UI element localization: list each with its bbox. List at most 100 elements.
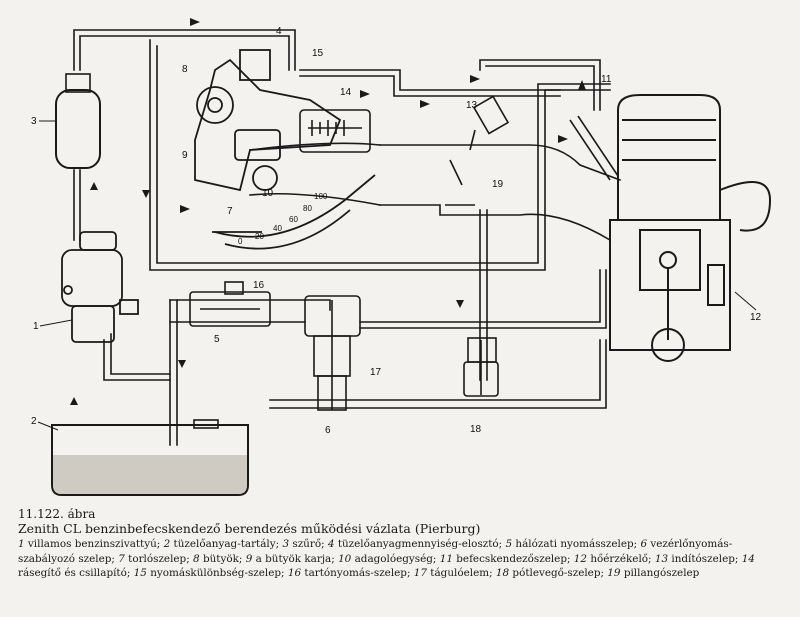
figure-title: Zenith CL benzinbefecskendező berendezés…: [18, 521, 481, 536]
legend-item: 5 hálózati nyomásszelep;: [505, 538, 640, 550]
electric-pump-1: [61, 231, 139, 343]
legend-text: tüzelőanyag-tartály;: [170, 538, 283, 550]
start-valve-13: [469, 95, 510, 151]
auxiliary-air-valve-18: [463, 337, 499, 397]
callout-5: 5: [214, 334, 220, 345]
callout-10: 10: [262, 188, 274, 199]
legend-text: befecskendezőszelep;: [452, 552, 574, 565]
legend-number: 14: [741, 552, 755, 565]
legend-text: pótlevegő-szelep;: [509, 567, 608, 580]
legend-number: 12: [573, 552, 588, 565]
legend-text: a bütyök karja;: [252, 552, 339, 565]
callout-11: 11: [601, 74, 612, 85]
legend-item: 11 befecskendezőszelep;: [440, 553, 574, 565]
throttle-valve-19: [445, 159, 475, 206]
legend-text: tüzelőanyagmennyiség-elosztó;: [334, 538, 506, 550]
legend-text: pillangószelep: [620, 567, 700, 580]
engine-cylinder: [609, 94, 772, 362]
legend-number: 10: [338, 552, 352, 565]
legend-text: torlószelep;: [124, 552, 194, 565]
legend-number: 15: [133, 567, 147, 580]
callout-7: 7: [227, 206, 233, 217]
legend-item: 1 villamos benzinszivattyú;: [18, 538, 164, 550]
legend-text: tartónyomás-szelep;: [301, 567, 414, 580]
legend-text: bütyök;: [199, 552, 246, 565]
legend-number: 17: [413, 567, 427, 580]
fuel-tank-2: [51, 419, 249, 496]
air-flow-scale-7: [212, 174, 376, 250]
legend-number: 4: [327, 538, 335, 550]
legend-text: tágulóelem;: [427, 567, 496, 580]
pressure-valve-5: [189, 281, 271, 327]
callout-18: 18: [470, 424, 482, 435]
legend-text: rásegítő és csillapító;: [18, 567, 134, 580]
scale-tick-80: 80: [303, 204, 312, 213]
legend-number: 9: [245, 552, 253, 565]
legend-number: 8: [193, 552, 200, 565]
scale-tick-20: 20: [255, 232, 264, 241]
legend-number: 7: [118, 552, 125, 565]
legend-text: szűrő;: [289, 538, 328, 550]
legend-item: 7 torlószelep;: [118, 553, 193, 565]
callout-4: 4: [276, 26, 282, 37]
legend-text: hőérzékelő;: [587, 552, 655, 565]
injector-11: [569, 115, 619, 181]
callout-3: 3: [31, 116, 37, 127]
legend-item: 8 bütyök;: [193, 553, 246, 565]
legend-item: 4 tüzelőanyagmennyiség-elosztó;: [328, 538, 506, 550]
callout-12: 12: [750, 312, 762, 323]
legend-number: 19: [607, 567, 621, 580]
callout-19: 19: [492, 179, 504, 190]
callout-13: 13: [466, 100, 478, 111]
scale-tick-0: 0: [238, 237, 243, 246]
legend-number: 5: [505, 538, 513, 550]
legend-item: 2 tüzelőanyag-tartály;: [164, 538, 283, 550]
callout-15: 15: [312, 48, 324, 59]
callout-16: 16: [253, 280, 265, 291]
legend-item: 10 adagolóegység;: [338, 553, 440, 565]
legend: 1 villamos benzinszivattyú; 2 tüzelőanya…: [18, 537, 788, 581]
callout-2: 2: [31, 416, 37, 427]
legend-item: 13 indítószelep;: [655, 553, 742, 565]
fuel-distributor-4: [194, 49, 342, 192]
legend-item: 19 pillangószelep: [607, 567, 699, 579]
legend-item: 12 hőérzékelő;: [574, 553, 655, 565]
legend-item: 17 tágulóelem;: [414, 567, 496, 579]
legend-number: 13: [654, 552, 669, 565]
legend-item: 9 a bütyök karja;: [246, 553, 338, 565]
callout-8: 8: [182, 64, 188, 75]
legend-number: 3: [282, 538, 290, 550]
legend-item: 16 tartónyomás-szelep;: [288, 567, 414, 579]
callout-9: 9: [182, 150, 188, 161]
legend-text: vezérlőnyomás-szabályozó szelep;: [18, 538, 733, 565]
callout-1: 1: [33, 321, 39, 332]
legend-number: 11: [439, 552, 453, 565]
legend-number: 2: [163, 538, 171, 550]
callout-14: 14: [340, 87, 352, 98]
callout-17: 17: [370, 367, 382, 378]
legend-text: hálózati nyomásszelep;: [512, 538, 641, 550]
legend-text: adagolóegység;: [351, 552, 440, 565]
filter-3: [55, 73, 101, 169]
scale-tick-40: 40: [273, 224, 282, 233]
legend-text: indítószelep;: [668, 552, 742, 565]
legend-item: 15 nyomáskülönbség-szelep;: [134, 567, 288, 579]
legend-item: 14 rásegítő és csillapító;: [18, 553, 755, 580]
legend-number: 6: [640, 538, 648, 550]
legend-item: 6 vezérlőnyomás-szabályozó szelep;: [18, 538, 732, 565]
legend-text: villamos benzinszivattyú;: [24, 538, 164, 550]
control-pressure-regulator-6: [304, 295, 361, 411]
legend-number: 16: [287, 567, 302, 580]
legend-number: 1: [18, 538, 25, 550]
legend-text: nyomáskülönbség-szelep;: [146, 567, 288, 580]
figure-number: 11.122. ábra: [18, 507, 96, 521]
callout-6: 6: [325, 425, 331, 436]
scale-tick-60: 60: [289, 215, 298, 224]
legend-item: 18 pótlevegő-szelep;: [496, 567, 607, 579]
booster-damper-14: [299, 109, 371, 153]
system-diagram: 0 20 40 60 80 100: [31, 18, 772, 496]
scale-tick-100: 100: [314, 192, 328, 201]
figure-caption: 11.122. ábra Zenith CL benzinbefecskende…: [18, 507, 788, 581]
legend-item: 3 szűrő;: [282, 538, 327, 550]
legend-number: 18: [495, 567, 510, 580]
